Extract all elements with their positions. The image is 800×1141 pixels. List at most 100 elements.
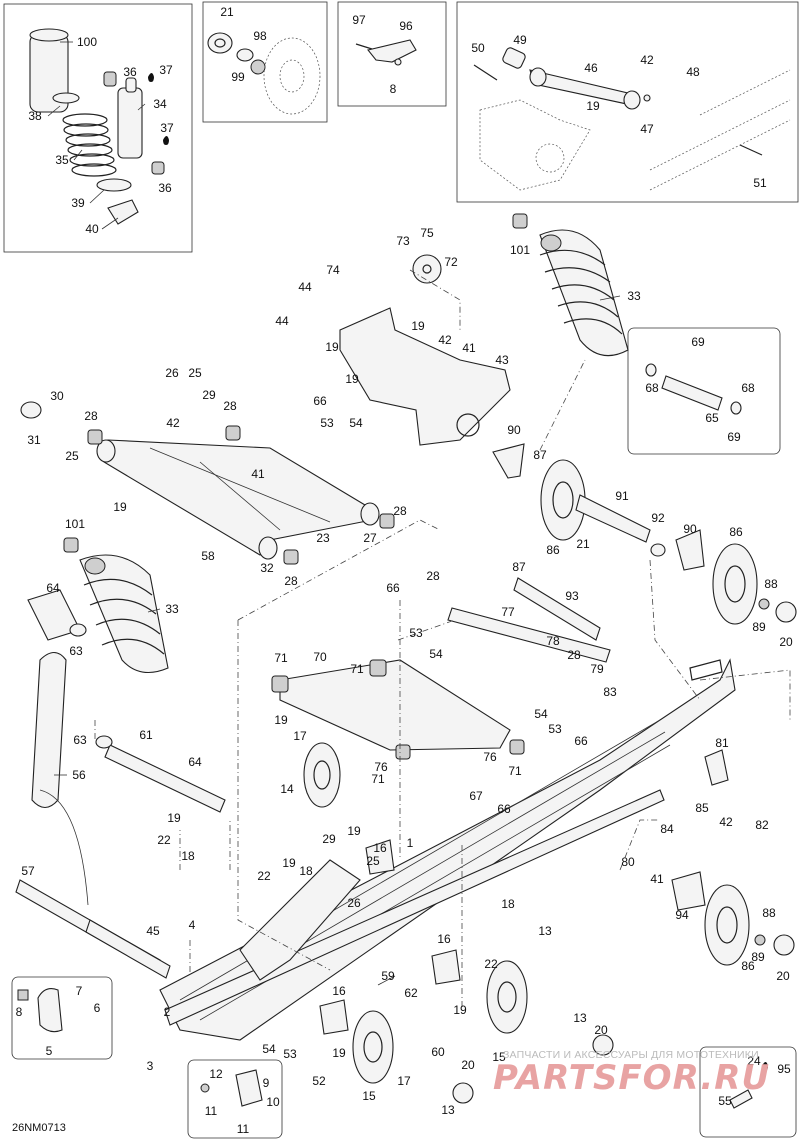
callout-66: 66	[574, 734, 588, 748]
callout-88: 88	[762, 906, 776, 920]
callout-86: 86	[729, 525, 743, 539]
callout-89: 89	[751, 950, 765, 964]
callout-76: 76	[483, 750, 497, 764]
callout-28: 28	[567, 648, 581, 662]
shock-bushing-bottom	[151, 161, 165, 175]
callout-13: 13	[441, 1103, 455, 1117]
callout-41: 41	[650, 872, 664, 886]
callout-31: 31	[27, 433, 41, 447]
callout-27: 27	[363, 531, 377, 545]
callout-54: 54	[429, 647, 443, 661]
axle-91	[575, 494, 651, 543]
callout-49: 49	[513, 33, 527, 47]
bracket-inset-frame	[337, 1, 447, 107]
axle-93	[513, 577, 601, 641]
callout-7: 7	[75, 984, 83, 998]
bracket	[367, 39, 417, 63]
callout-39: 39	[71, 196, 85, 210]
callout-19: 19	[411, 319, 425, 333]
callout-28: 28	[284, 574, 298, 588]
callout-99: 99	[231, 70, 245, 84]
bracket-43	[339, 307, 511, 446]
callout-18: 18	[181, 849, 195, 863]
watermark-subtitle: ЗАПЧАСТИ И АКСЕССУАРЫ ДЛЯ МОТОТЕХНИКИ	[503, 1049, 759, 1061]
callout-71: 71	[508, 764, 522, 778]
callout-21: 21	[576, 537, 590, 551]
callout-64: 64	[46, 581, 60, 595]
callout-37: 37	[160, 121, 174, 135]
callout-28: 28	[84, 409, 98, 423]
callout-16: 16	[373, 841, 387, 855]
callout-19: 19	[167, 811, 181, 825]
lower-wheels	[319, 839, 795, 1104]
frame-ghost	[479, 99, 591, 191]
callout-20: 20	[594, 1023, 608, 1037]
callout-64: 64	[188, 755, 202, 769]
callout-55: 55	[718, 1094, 732, 1108]
callout-10: 10	[266, 1095, 280, 1109]
callout-101: 101	[509, 243, 531, 257]
callout-20: 20	[461, 1058, 475, 1072]
callout-6: 6	[93, 1001, 101, 1015]
top-mount-bracket	[339, 254, 511, 446]
shaft-inset-parts	[645, 363, 742, 415]
callout-25: 25	[366, 854, 380, 868]
link-arm-inset-frame	[456, 1, 799, 203]
slider-clip-inset-frame	[187, 1059, 283, 1139]
wheel-14	[303, 742, 341, 808]
wheel-mount-16c	[365, 839, 395, 875]
callout-3: 3	[146, 1059, 154, 1073]
callout-20: 20	[776, 969, 790, 983]
rear-arm-assembly	[95, 577, 611, 813]
callout-80: 80	[621, 855, 635, 869]
callout-91: 91	[615, 489, 629, 503]
link-arm-inset-parts	[473, 47, 791, 191]
callout-87: 87	[533, 448, 547, 462]
link-bushing	[502, 47, 526, 69]
callout-84: 84	[660, 822, 674, 836]
callout-36: 36	[158, 181, 172, 195]
axle-61	[104, 744, 226, 813]
rear-shock-lower	[27, 537, 169, 809]
callout-2: 2	[163, 1005, 171, 1019]
callout-72: 72	[444, 255, 458, 269]
callout-22: 22	[157, 833, 171, 847]
rear-shock-upper	[512, 213, 629, 357]
callout-19: 19	[453, 1003, 467, 1017]
rail-extension	[239, 859, 361, 981]
callout-53: 53	[548, 722, 562, 736]
stopper-5	[37, 988, 63, 1033]
bracket-inset-parts	[355, 39, 417, 66]
callout-66: 66	[386, 581, 400, 595]
callout-45: 45	[146, 924, 160, 938]
callout-17: 17	[293, 729, 307, 743]
callout-8: 8	[15, 1005, 23, 1019]
callout-26: 26	[165, 366, 179, 380]
idler-75	[412, 254, 442, 284]
callout-87: 87	[512, 560, 526, 574]
sleeve-top	[29, 28, 69, 42]
callout-35: 35	[55, 153, 69, 167]
callout-53: 53	[320, 416, 334, 430]
callout-34: 34	[153, 97, 167, 111]
callout-78: 78	[546, 634, 560, 648]
callout-79: 79	[590, 662, 604, 676]
snap-ring	[236, 48, 254, 62]
callout-28: 28	[426, 569, 440, 583]
grease-fitting-55	[729, 1089, 753, 1109]
callout-40: 40	[85, 222, 99, 236]
callout-42: 42	[438, 333, 452, 347]
callout-11: 11	[204, 1104, 218, 1118]
small-inset-parts	[17, 988, 768, 1109]
callout-67: 67	[469, 789, 483, 803]
callout-101: 101	[64, 517, 86, 531]
callout-23: 23	[316, 531, 330, 545]
wheel-bearing-inset-frame	[202, 1, 328, 123]
callout-37: 37	[159, 63, 173, 77]
callout-92: 92	[651, 511, 665, 525]
callout-42: 42	[166, 416, 180, 430]
callout-63: 63	[73, 733, 87, 747]
watermark-logo: PARTSFOR.RU	[493, 1058, 771, 1098]
callout-43: 43	[495, 353, 509, 367]
